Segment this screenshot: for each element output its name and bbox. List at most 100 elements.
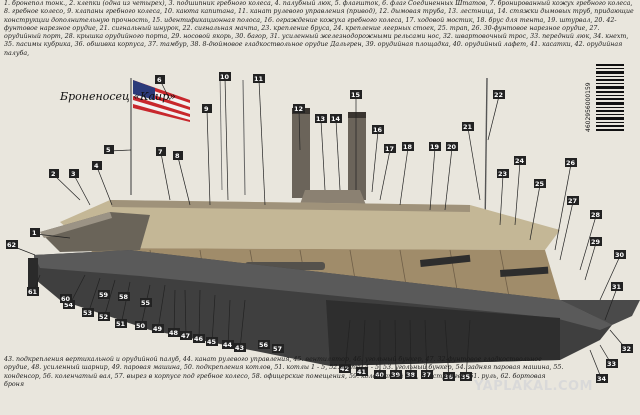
callout-marker: 17 xyxy=(384,144,396,153)
svg-text:34: 34 xyxy=(597,375,607,383)
svg-text:35: 35 xyxy=(461,373,471,381)
svg-text:25: 25 xyxy=(535,180,545,188)
callout-marker: 36 xyxy=(443,372,455,381)
callout-marker: 12 xyxy=(293,104,305,113)
svg-text:54: 54 xyxy=(64,301,74,309)
svg-text:8: 8 xyxy=(175,152,180,160)
callout-marker: 21 xyxy=(462,122,474,131)
callout-marker: 7 xyxy=(156,147,166,156)
callout-marker: 6 xyxy=(155,75,165,84)
bow-ram xyxy=(560,300,640,325)
callout-marker: 41 xyxy=(356,367,368,376)
callout-marker: 26 xyxy=(565,158,577,167)
svg-text:62: 62 xyxy=(7,241,16,249)
svg-text:3: 3 xyxy=(71,170,76,178)
callout-marker: 20 xyxy=(446,142,458,151)
svg-text:19: 19 xyxy=(430,143,440,151)
svg-text:13: 13 xyxy=(316,115,325,123)
watermark: YAPLAKAL.COM xyxy=(474,379,593,394)
svg-text:29: 29 xyxy=(591,238,601,246)
callout-marker: 42 xyxy=(339,364,351,373)
callout-marker: 52 xyxy=(98,312,110,321)
callout-marker: 22 xyxy=(493,90,505,99)
svg-text:28: 28 xyxy=(591,211,601,219)
svg-text:55: 55 xyxy=(141,299,151,307)
callout-marker: 38 xyxy=(405,370,417,379)
svg-text:48: 48 xyxy=(169,329,179,337)
callout-marker: 4 xyxy=(92,161,102,170)
barcode-number: 4602956000159 xyxy=(585,82,592,132)
svg-text:32: 32 xyxy=(622,345,631,353)
svg-text:9: 9 xyxy=(204,105,209,113)
callout-marker: 18 xyxy=(402,142,414,151)
svg-text:15: 15 xyxy=(351,91,361,99)
callout-marker: 43 xyxy=(234,343,246,352)
svg-text:41: 41 xyxy=(357,368,367,376)
top-caption: 1. бронепол тонк., 2. клепки (одна из че… xyxy=(4,0,634,57)
svg-text:6: 6 xyxy=(157,76,162,84)
callout-marker: 11 xyxy=(253,74,265,83)
svg-text:58: 58 xyxy=(119,293,129,301)
svg-text:26: 26 xyxy=(566,159,576,167)
svg-text:40: 40 xyxy=(375,371,385,379)
callout-marker: 48 xyxy=(168,328,180,337)
callout-marker: 40 xyxy=(374,370,386,379)
callout-marker: 51 xyxy=(115,319,127,328)
signal-mast xyxy=(484,77,488,231)
callout-marker: 45 xyxy=(206,337,218,346)
callout-marker: 57 xyxy=(272,344,284,353)
svg-text:42: 42 xyxy=(340,365,349,373)
callout-marker: 15 xyxy=(350,90,362,99)
svg-text:5: 5 xyxy=(106,146,111,154)
svg-text:20: 20 xyxy=(447,143,457,151)
callout-marker: 16 xyxy=(372,125,384,134)
svg-text:31: 31 xyxy=(612,283,622,291)
callout-marker: 1 xyxy=(30,228,40,237)
svg-text:46: 46 xyxy=(194,335,204,343)
svg-text:16: 16 xyxy=(373,126,383,134)
barcode: 4602956000159 xyxy=(585,64,624,132)
svg-text:36: 36 xyxy=(444,373,454,381)
casemate-roof xyxy=(60,200,560,250)
rudder xyxy=(28,258,38,288)
svg-text:11: 11 xyxy=(254,75,264,83)
us-flag xyxy=(133,80,190,122)
svg-text:21: 21 xyxy=(463,123,473,131)
svg-text:17: 17 xyxy=(385,145,394,153)
svg-text:51: 51 xyxy=(116,320,126,328)
svg-text:49: 49 xyxy=(153,325,163,333)
callout-marker: 19 xyxy=(429,142,441,151)
svg-text:7: 7 xyxy=(158,148,163,156)
callout-marker: 34 xyxy=(596,374,608,383)
svg-text:2: 2 xyxy=(51,170,56,178)
diagram-title: Броненосец «Каир» xyxy=(60,90,176,103)
callout-marker: 58 xyxy=(118,292,130,301)
paddle-wheel-housing xyxy=(40,212,150,252)
callout-marker: 23 xyxy=(497,169,509,178)
svg-text:53: 53 xyxy=(83,309,92,317)
callout-marker: 37 xyxy=(421,370,433,379)
callout-marker: 31 xyxy=(611,282,623,291)
svg-text:59: 59 xyxy=(99,291,109,299)
svg-text:37: 37 xyxy=(422,371,431,379)
callout-marker: 33 xyxy=(606,359,618,368)
callout-marker: 47 xyxy=(180,331,192,340)
callout-marker: 60 xyxy=(60,294,72,303)
svg-text:47: 47 xyxy=(181,332,190,340)
callout-marker: 56 xyxy=(258,340,270,349)
svg-text:60: 60 xyxy=(61,295,71,303)
svg-text:30: 30 xyxy=(615,251,625,259)
svg-text:27: 27 xyxy=(568,197,577,205)
callout-marker: 27 xyxy=(567,196,579,205)
callout-marker: 25 xyxy=(534,179,546,188)
svg-text:43: 43 xyxy=(235,344,244,352)
callout-marker: 13 xyxy=(315,114,327,123)
callout-marker: 30 xyxy=(614,250,626,259)
callout-marker: 46 xyxy=(193,334,205,343)
callout-marker: 9 xyxy=(202,104,212,113)
callout-marker: 39 xyxy=(390,370,402,379)
svg-text:56: 56 xyxy=(259,341,269,349)
svg-text:57: 57 xyxy=(273,345,282,353)
callout-marker: 35 xyxy=(460,372,472,381)
